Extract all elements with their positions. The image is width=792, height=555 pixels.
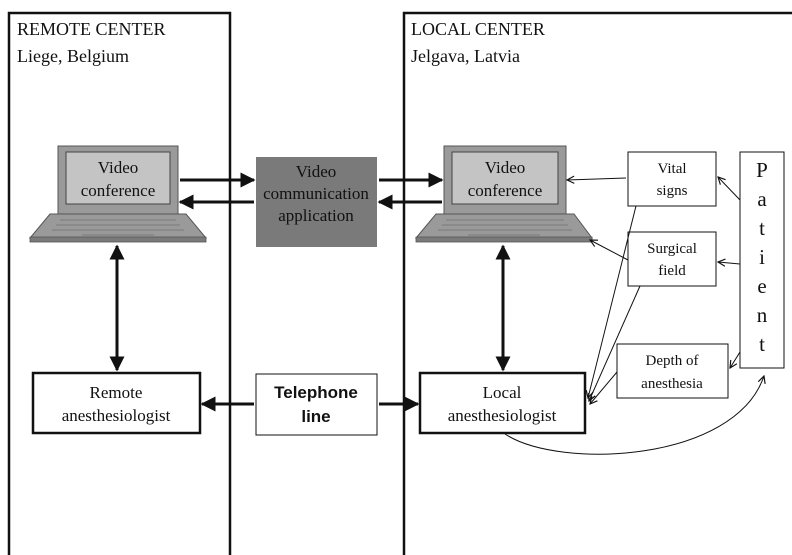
surgical-field-box: Surgical field	[627, 231, 717, 287]
remote-laptop-label-line2: conference	[81, 181, 156, 200]
remote-anesthesiologist-line2: anesthesiologist	[62, 406, 171, 425]
remote-center-title: REMOTE CENTER	[17, 19, 166, 39]
arrow-patient-to-vital	[718, 177, 741, 201]
remote-center-location: Liege, Belgium	[17, 46, 129, 66]
telephone-line2: line	[301, 407, 330, 426]
vital-signs-line1: Vital	[657, 161, 686, 177]
vertical-link-arrows	[109, 244, 511, 372]
patient-box: P a t i e n t	[739, 151, 785, 369]
patient-letter-2: a	[757, 187, 767, 211]
depth-line1: Depth of	[646, 353, 699, 369]
surgical-field-line1: Surgical	[647, 241, 697, 257]
arrow-surgical-to-local-anesthesiologist	[589, 285, 641, 401]
monitoring-arrows	[504, 177, 764, 455]
patient-letter-6: n	[757, 303, 768, 327]
remote-anesthesiologist-line1: Remote	[90, 383, 143, 402]
remote-anesthesiologist-box: Remote anesthesiologist	[31, 371, 202, 435]
video-app-line2: communication	[263, 184, 369, 203]
arrow-patient-to-surgical	[718, 262, 741, 264]
surgical-field-line2: field	[658, 263, 686, 279]
local-anesthesiologist-box: Local anesthesiologist	[418, 371, 587, 435]
patient-letter-4: i	[759, 245, 765, 269]
arrow-patient-to-depth	[730, 351, 741, 368]
telephone-line-box: Telephone line	[255, 373, 378, 436]
local-laptop-icon: Video conference	[414, 145, 593, 243]
arrow-vital-to-local-laptop	[567, 178, 627, 180]
patient-letter-3: t	[759, 216, 765, 240]
video-communication-app-box: Video communication application	[256, 157, 377, 247]
local-laptop-label-line1: Video	[485, 158, 526, 177]
local-anesthesiologist-line2: anesthesiologist	[448, 406, 557, 425]
arrow-vital-to-local-anesthesiologist	[588, 205, 637, 398]
local-center-title: LOCAL CENTER	[411, 19, 545, 39]
arrow-surgical-to-local-laptop	[590, 240, 629, 261]
video-app-line3: application	[278, 206, 354, 225]
video-app-line1: Video	[296, 162, 337, 181]
remote-laptop-icon: Video conference	[28, 145, 208, 243]
remote-center-panel: REMOTE CENTER Liege, Belgium	[7, 11, 232, 555]
depth-of-anesthesia-box: Depth of anesthesia	[616, 343, 729, 399]
patient-letter-1: P	[756, 158, 768, 182]
local-anesthesiologist-line1: Local	[483, 383, 522, 402]
local-center-location: Jelgava, Latvia	[411, 46, 520, 66]
local-center-panel: LOCAL CENTER Jelgava, Latvia	[402, 11, 792, 555]
patient-letter-7: t	[759, 332, 765, 356]
telephone-line1: Telephone	[274, 383, 358, 402]
video-link-arrows	[178, 172, 444, 210]
local-laptop-label-line2: conference	[468, 181, 543, 200]
remote-laptop-label-line1: Video	[98, 158, 139, 177]
depth-line2: anesthesia	[641, 376, 703, 392]
vital-signs-box: Vital signs	[627, 151, 717, 207]
arrow-depth-to-local-anesthesiologist	[590, 371, 618, 404]
arrow-local-anesthesiologist-to-patient	[504, 376, 764, 455]
vital-signs-line2: signs	[657, 183, 688, 199]
patient-letter-5: e	[757, 274, 766, 298]
